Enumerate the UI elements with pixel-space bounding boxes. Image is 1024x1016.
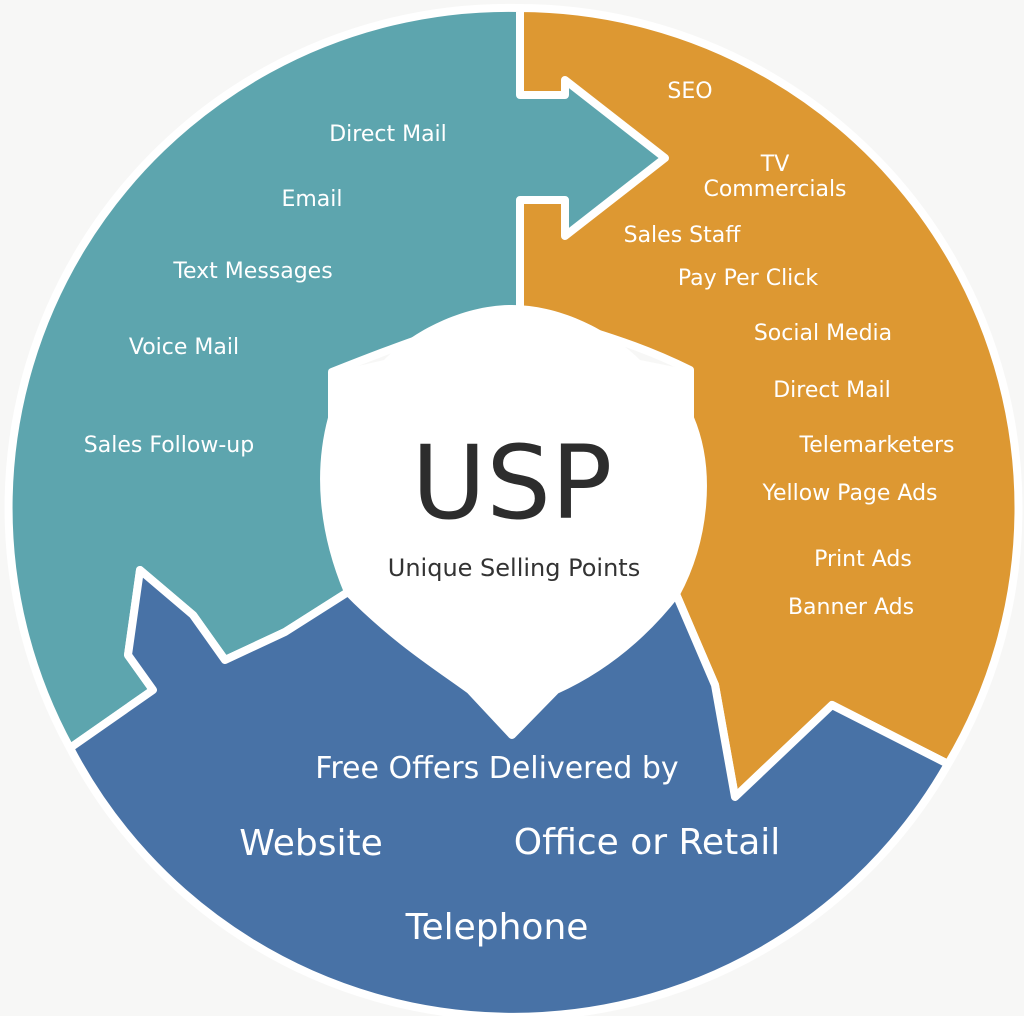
orange-item-commercials: Commercials xyxy=(703,177,846,202)
orange-item-yellow-page-ads: Yellow Page Ads xyxy=(761,481,937,506)
center-badge xyxy=(324,305,703,735)
blue-channel-website: Website xyxy=(239,823,383,864)
orange-item-banner-ads: Banner Ads xyxy=(788,595,914,620)
orange-item-pay-per-click: Pay Per Click xyxy=(678,266,819,291)
orange-item-tv: TV xyxy=(760,152,790,177)
orange-segment xyxy=(516,4,1023,801)
orange-item-sales-staff: Sales Staff xyxy=(624,223,742,248)
orange-item-telemarketers: Telemarketers xyxy=(799,433,955,458)
blue-heading: Free Offers Delivered by xyxy=(315,751,678,786)
center-title: USP xyxy=(412,424,613,543)
teal-item-direct-mail: Direct Mail xyxy=(329,122,447,147)
teal-item-voice-mail: Voice Mail xyxy=(129,335,239,360)
blue-channel-office-or-retail: Office or Retail xyxy=(514,822,781,863)
blue-channel-telephone: Telephone xyxy=(405,907,589,948)
teal-item-sales-follow-up: Sales Follow-up xyxy=(84,433,254,458)
orange-item-seo: SEO xyxy=(667,79,712,104)
orange-item-social-media: Social Media xyxy=(754,321,892,346)
teal-item-email: Email xyxy=(281,187,342,212)
orange-item-direct-mail: Direct Mail xyxy=(773,378,891,403)
orange-item-print-ads: Print Ads xyxy=(814,547,912,572)
center-subtitle: Unique Selling Points xyxy=(388,554,640,582)
teal-item-text-messages: Text Messages xyxy=(172,259,332,284)
